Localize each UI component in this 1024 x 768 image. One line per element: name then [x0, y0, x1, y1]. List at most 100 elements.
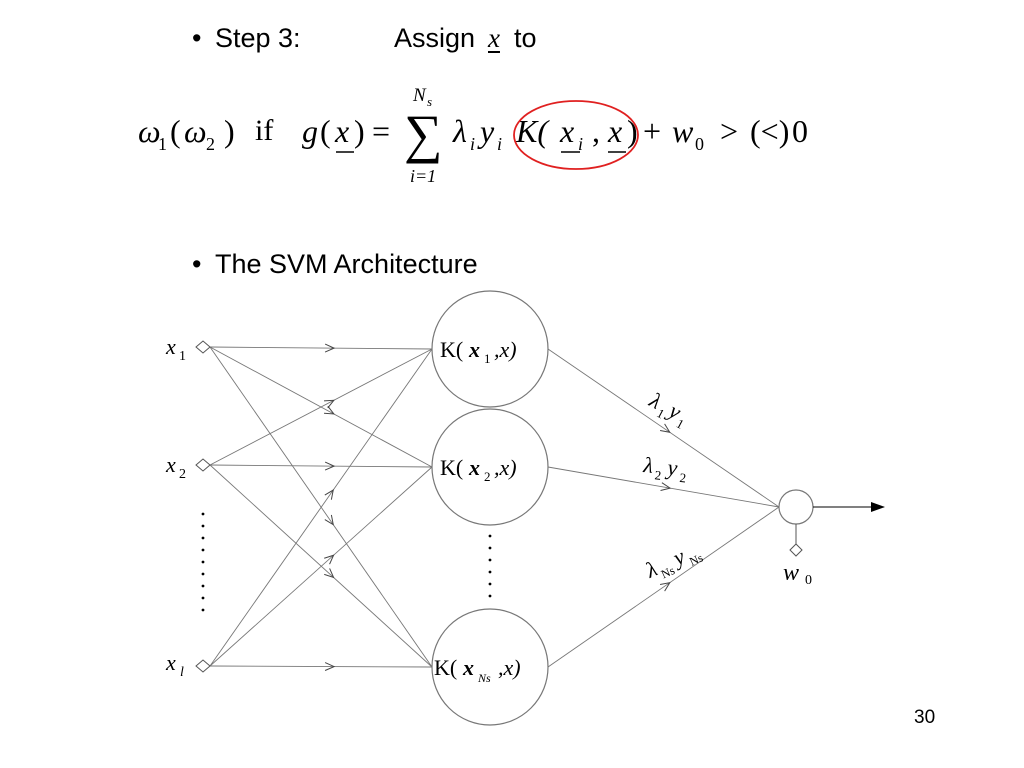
formula-omega2-sub: 2 [206, 134, 215, 154]
kernel-output-edges [547, 348, 780, 668]
weight-ns-y-sub: Ns [687, 550, 705, 568]
edge-arrow-icon [324, 568, 335, 579]
edge-input-2-kernel-1 [209, 348, 433, 466]
edge-input-3-kernel-1 [209, 348, 433, 667]
input-node-x2: x 2 [165, 452, 211, 482]
kernel-node-1-circle [431, 290, 549, 408]
assign-variable: x [488, 23, 500, 53]
formula-gt: > [720, 113, 738, 149]
kernel-1-prefix: K( [440, 337, 463, 362]
formula-sum-upper-sub: s [427, 94, 432, 109]
output-node-circle [778, 489, 814, 525]
kernel-node-2: K( x 2 ,x) [431, 408, 549, 526]
edge-arrow-icon [324, 461, 336, 471]
edge-arrow-icon [324, 343, 336, 353]
kernel-ellipsis-dots [488, 534, 492, 598]
kernel-node-2-circle [431, 408, 549, 526]
formula-sum-lower: i=1 [410, 166, 436, 186]
edge-kernel-2-output [547, 466, 780, 508]
formula-kernel-close: ) [627, 113, 638, 149]
kernel-ns-sub: Ns [477, 671, 491, 685]
edge-arrow-icon [324, 405, 335, 415]
formula-kernel-comma: , [592, 113, 600, 149]
formula-sum-upper: N [412, 85, 427, 106]
input-node-x1: x 1 [165, 334, 211, 364]
formula-if: if [255, 114, 273, 147]
formula-g-open: ( [320, 113, 331, 149]
formula-g-close: ) [354, 113, 365, 149]
input-x2-sub: 2 [179, 467, 186, 482]
kernel-2-sub: 2 [484, 469, 491, 484]
edge-arrow-icon [660, 482, 672, 492]
formula-sum: ∑ [404, 104, 443, 164]
edge-kernel-1-output [547, 348, 780, 508]
input-x2-var: x [165, 452, 176, 477]
formula-lambda-sub: i [470, 134, 475, 154]
output-node: w 0 [778, 489, 885, 588]
edge-input-3-kernel-3 [209, 665, 433, 668]
bias-diamond-icon [789, 543, 803, 557]
weight-2-y-sub: 2 [679, 470, 687, 486]
edge-input-3-kernel-2 [209, 466, 433, 667]
kernel-1-var: x [468, 337, 480, 362]
weight-label-ns: λ Ns y Ns [641, 543, 705, 583]
kernel-node-ns-circle [431, 608, 549, 726]
formula-w-sub: 0 [695, 134, 704, 154]
kernel-2-prefix: K( [440, 455, 463, 480]
step-label: Step 3: [215, 23, 301, 53]
weight-label-2: λ 2 y 2 [641, 452, 687, 486]
assign-to-text: to [514, 23, 537, 53]
input-ellipsis-dots [201, 512, 205, 612]
formula-kernel-xi: x [559, 113, 574, 149]
input-x1-sub: 1 [179, 349, 186, 364]
formula-open-paren: ( [170, 113, 181, 149]
edge-arrow-icon [659, 581, 671, 592]
input-xl-sub: l [180, 665, 184, 680]
formula-y: y [477, 113, 495, 149]
weight-ns-lambda-sub: Ns [659, 563, 677, 581]
weight-2-y: y [664, 454, 679, 480]
formula-g: g [302, 113, 318, 149]
bullet-icon: • [192, 249, 202, 279]
kernel-2-suffix: ,x) [494, 455, 517, 480]
edge-arrow-icon [324, 399, 335, 409]
edge-arrow-icon [659, 423, 671, 433]
formula-kernel-x: x [607, 113, 622, 149]
input-node-xl: x l [165, 650, 211, 680]
kernel-node-1: K( x 1 ,x) [431, 290, 549, 408]
input-x2-diamond-icon [195, 458, 211, 472]
formula-equals: = [372, 113, 390, 149]
formula-kernel-xi-sub: i [578, 134, 583, 154]
kernel-ns-suffix: ,x) [498, 655, 521, 680]
input-x1-var: x [165, 334, 176, 359]
edge-kernel-3-output [547, 506, 780, 668]
input-x1-diamond-icon [195, 340, 211, 354]
edge-arrow-icon [324, 514, 334, 526]
kernel-ns-prefix: K( [434, 655, 457, 680]
formula-omega1: ω [138, 113, 161, 149]
formula-lt-paren: (<) [750, 113, 789, 149]
edge-arrow-icon [324, 554, 335, 565]
kernel-node-ns: K( x Ns ,x) [431, 608, 549, 726]
assign-text: Assign [394, 23, 476, 53]
kernel-1-suffix: ,x) [494, 337, 517, 362]
formula-zero: 0 [792, 113, 808, 149]
input-xl-var: x [165, 650, 176, 675]
formula-plus: + [643, 113, 661, 149]
formula-g-x: x [334, 113, 349, 149]
formula-close-paren: ) [224, 113, 235, 149]
formula-w: w [672, 113, 694, 149]
weight-2-lambda: λ [641, 452, 654, 478]
page-number: 30 [914, 707, 936, 728]
edge-arrow-icon [324, 489, 334, 500]
input-kernel-edges [209, 343, 433, 671]
weight-label-1: λ 1 y 1 [645, 387, 687, 432]
weight-2-lambda-sub: 2 [654, 467, 662, 483]
bias-var: w [783, 560, 799, 586]
section-title: The SVM Architecture [215, 249, 478, 279]
edge-input-2-kernel-2 [209, 464, 433, 468]
weight-ns-lambda: λ [641, 556, 661, 583]
formula-lambda: λ [452, 113, 467, 149]
